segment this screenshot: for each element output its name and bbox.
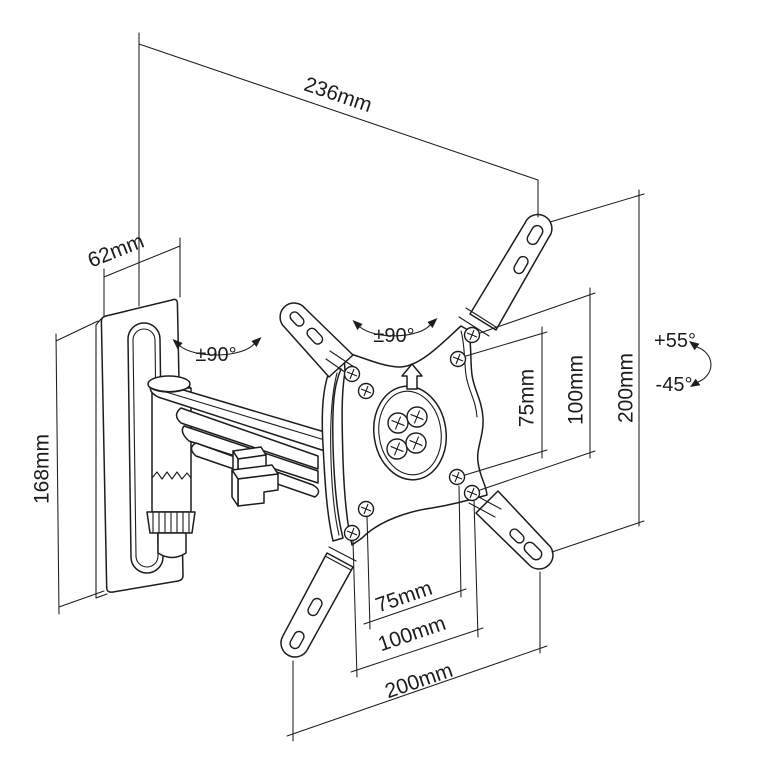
dim-vesa-vertical-100 <box>479 287 596 491</box>
dim-vesa-vertical-75 <box>464 326 548 476</box>
dim-vesa-horizontal-75 <box>363 485 467 630</box>
vesa-arm-bottom-left <box>280 546 357 658</box>
up-arrow-icon <box>401 363 423 390</box>
label-arm-swivel: ±90° <box>195 344 236 366</box>
vesa-arm-bottom-right <box>468 490 554 570</box>
label-plate-swivel: ±90° <box>373 325 414 347</box>
plate-screws <box>343 326 481 542</box>
arm-swivel-arrow-icon <box>172 337 262 356</box>
tilt-arrow-icon <box>689 341 712 387</box>
vesa-arm-top-right <box>458 213 553 337</box>
label-vesa-vertical-75: 75mm <box>516 369 539 427</box>
label-plate-width-200: 200mm <box>382 659 456 704</box>
label-wallplate-depth: 62mm <box>85 230 148 273</box>
label-vesa-horizontal-75: 75mm <box>373 577 436 618</box>
center-screws <box>386 406 428 460</box>
tilt-bracket <box>321 366 344 542</box>
label-vesa-vertical-100: 100mm <box>565 355 588 425</box>
label-vesa-horizontal-100: 100mm <box>375 612 449 657</box>
dim-vesa-horizontal-100 <box>350 499 484 678</box>
label-arm-reach: 236mm <box>301 73 375 117</box>
label-tilt-down: -45° <box>656 374 693 396</box>
dim-arm-reach-236 <box>138 32 539 307</box>
dim-wallplate-height-168 <box>55 320 105 615</box>
dim-wallplate-depth-62 <box>103 237 181 317</box>
vesa-arm-top-left <box>279 302 358 378</box>
plate-swivel-arrow-icon <box>352 318 438 337</box>
label-tilt-up: +55° <box>654 330 696 352</box>
label-plate-height-200: 200mm <box>615 353 638 423</box>
label-wallplate-height: 168mm <box>31 434 54 504</box>
articulating-arm <box>147 375 329 498</box>
dim-plate-height-200 <box>549 189 645 553</box>
cable-clamp <box>231 446 279 507</box>
dim-plate-width-200 <box>286 571 548 742</box>
